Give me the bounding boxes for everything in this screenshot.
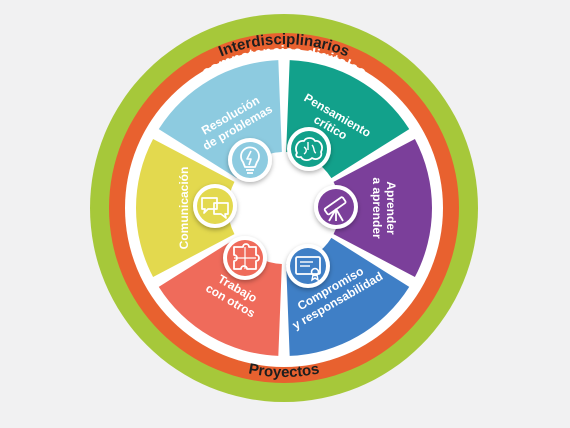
segment-aprender-shape (333, 138, 432, 278)
badges-layer (193, 127, 358, 288)
segment-aprender: Aprendera aprender (333, 138, 432, 278)
puzzle-icon (233, 243, 260, 270)
badge-pensamiento (287, 127, 331, 171)
lightbulb-icon (240, 146, 260, 174)
segment-comunicacion-shape (136, 138, 235, 278)
telescope-icon (323, 196, 347, 222)
speech-bubbles-icon (201, 197, 229, 219)
segment-aprender-label: Aprendera aprender (370, 177, 398, 239)
badge-resolucion (228, 138, 272, 182)
badge-compromiso (286, 244, 330, 288)
badge-comunicacion (193, 184, 237, 228)
certificate-icon (295, 256, 321, 282)
segment-aprender-label-line: Aprender (384, 181, 398, 235)
segment-comunicacion: Comunicación (136, 138, 235, 278)
segment-comunicacion-label: Comunicación (177, 167, 191, 250)
outer-ring-bottom-label: Proyectos (247, 360, 321, 381)
badge-comunicacion-inner (197, 188, 233, 224)
segment-comunicacion-label-line: Comunicación (177, 167, 191, 250)
brain-icon (295, 137, 323, 162)
badge-aprender-inner (318, 189, 354, 225)
badge-aprender (314, 185, 358, 229)
segment-aprender-label-line: a aprender (370, 177, 384, 239)
badge-trabajo (223, 236, 267, 280)
